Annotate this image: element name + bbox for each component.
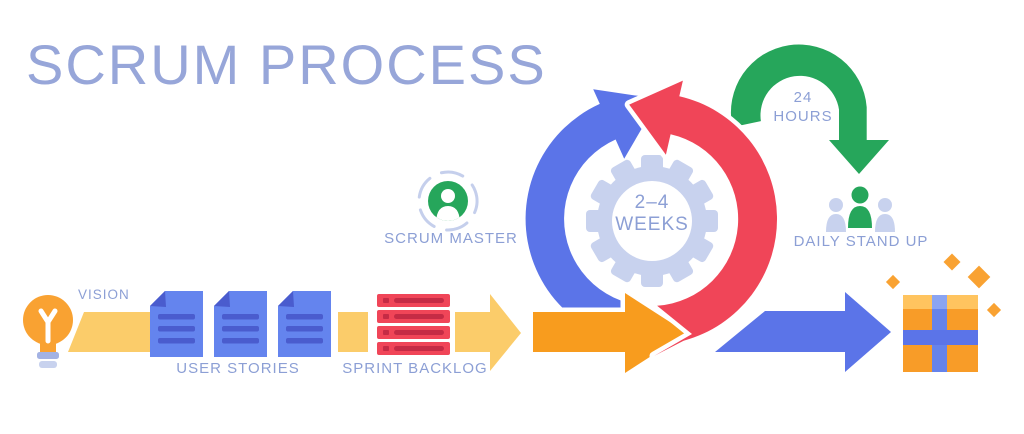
standup-duration-value: 24 (793, 89, 813, 106)
page-title: SCRUM PROCESS (26, 33, 547, 96)
sprint-duration-value: 2–4 (634, 192, 670, 213)
standup-duration: 24 HOURS (773, 88, 832, 126)
person-badge-icon (417, 170, 479, 232)
flow-band-segment (338, 312, 368, 352)
document-icon (278, 291, 331, 357)
task-list-icon (377, 294, 450, 355)
standup-duration-unit: HOURS (773, 108, 833, 125)
backlog-arrow-icon (455, 294, 521, 371)
daily-standup-label: DAILY STAND UP (793, 233, 929, 250)
documents-icon (150, 291, 331, 357)
document-icon (150, 291, 203, 357)
task-row (377, 310, 450, 323)
sprint-duration: 2–4 WEEKS (615, 192, 689, 236)
team-icon (826, 186, 895, 232)
user-stories-label: USER STORIES (176, 360, 300, 377)
gear-icon (586, 155, 718, 287)
task-row (377, 294, 450, 307)
release-arrow-icon (715, 292, 891, 372)
task-row (377, 326, 450, 339)
task-row (377, 342, 450, 355)
scrum-master-label: SCRUM MASTER (384, 230, 518, 247)
lightbulb-icon (23, 295, 160, 368)
sprint-backlog-label: SPRINT BACKLOG (342, 360, 488, 377)
vision-flow-band (68, 312, 160, 352)
document-icon (214, 291, 267, 357)
vision-label: VISION (78, 287, 130, 302)
daily-loop-arrow-icon (730, 44, 889, 175)
sprint-duration-unit: WEEKS (615, 214, 689, 235)
gift-box-icon (885, 253, 1002, 372)
sprint-cycle-blue-arrow-icon (525, 89, 690, 345)
sprint-cycle-red-arrow-icon (624, 76, 782, 361)
